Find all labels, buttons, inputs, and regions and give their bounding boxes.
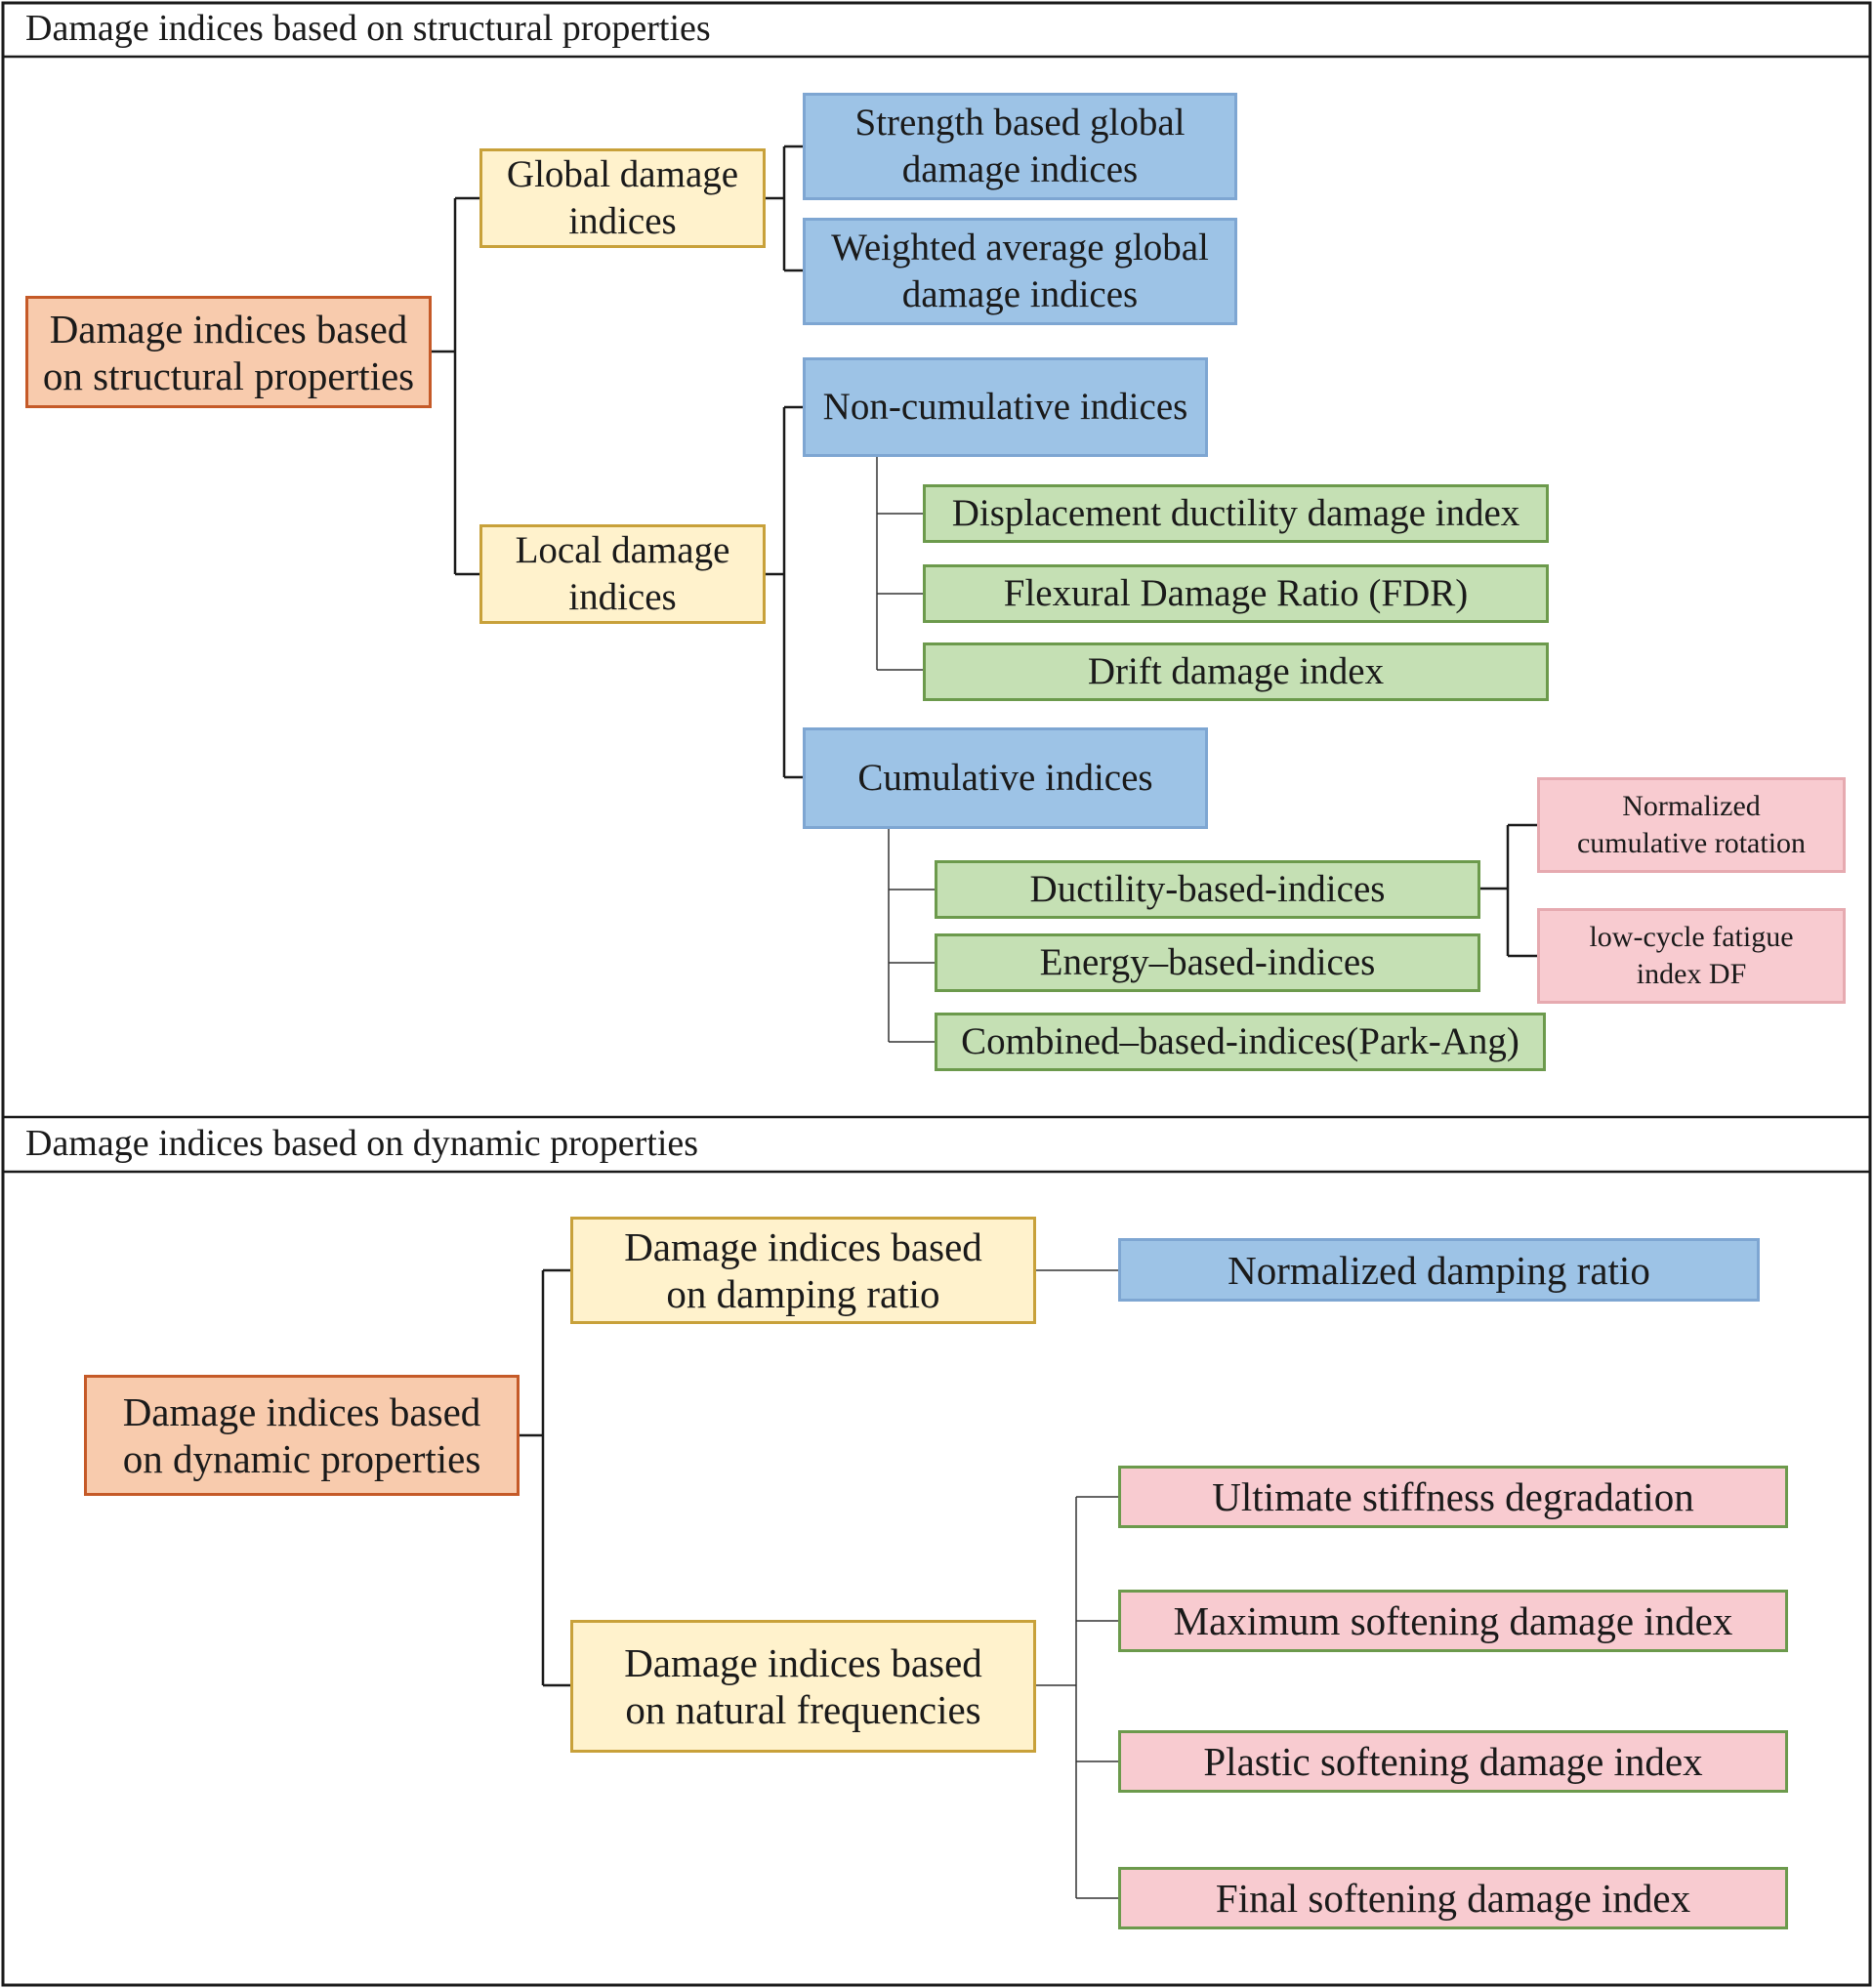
node-ultimate-stiffness-degradation: Ultimate stiffness degradation <box>1118 1466 1788 1528</box>
node-energy-based-indices: Energy–based-indices <box>935 933 1480 992</box>
node-weighted-average-global: Weighted average global damage indices <box>803 218 1237 325</box>
node-cumulative-indices: Cumulative indices <box>803 727 1208 829</box>
node-non-cumulative-indices: Non-cumulative indices <box>803 357 1208 457</box>
node-damping-ratio-indices: Damage indices based on damping ratio <box>570 1217 1036 1324</box>
node-normalized-cumulative-rotation: Normalized cumulative rotation <box>1537 777 1846 873</box>
node-dynamic-root: Damage indices based on dynamic properti… <box>84 1375 520 1496</box>
node-strength-based-global: Strength based global damage indices <box>803 93 1237 200</box>
node-structural-root: Damage indices based on structural prope… <box>25 296 432 408</box>
node-low-cycle-fatigue: low-cycle fatigue index DF <box>1537 908 1846 1004</box>
node-combined-based-indices: Combined–based-indices(Park-Ang) <box>935 1013 1546 1071</box>
node-natural-frequencies-indices: Damage indices based on natural frequenc… <box>570 1620 1036 1753</box>
node-plastic-softening-damage-index: Plastic softening damage index <box>1118 1730 1788 1793</box>
node-final-softening-damage-index: Final softening damage index <box>1118 1867 1788 1929</box>
node-ductility-based-indices: Ductility-based-indices <box>935 860 1480 919</box>
node-displacement-ductility: Displacement ductility damage index <box>923 484 1549 543</box>
section-title-dynamic: Damage indices based on dynamic properti… <box>25 1123 699 1164</box>
node-maximum-softening-damage-index: Maximum softening damage index <box>1118 1590 1788 1652</box>
node-flexural-damage-ratio: Flexural Damage Ratio (FDR) <box>923 564 1549 623</box>
node-local-damage-indices: Local damage indices <box>479 524 766 624</box>
node-drift-damage-index: Drift damage index <box>923 642 1549 701</box>
node-global-damage-indices: Global damage indices <box>479 148 766 248</box>
node-normalized-damping-ratio: Normalized damping ratio <box>1118 1238 1760 1302</box>
section-title-structural: Damage indices based on structural prope… <box>25 8 711 49</box>
